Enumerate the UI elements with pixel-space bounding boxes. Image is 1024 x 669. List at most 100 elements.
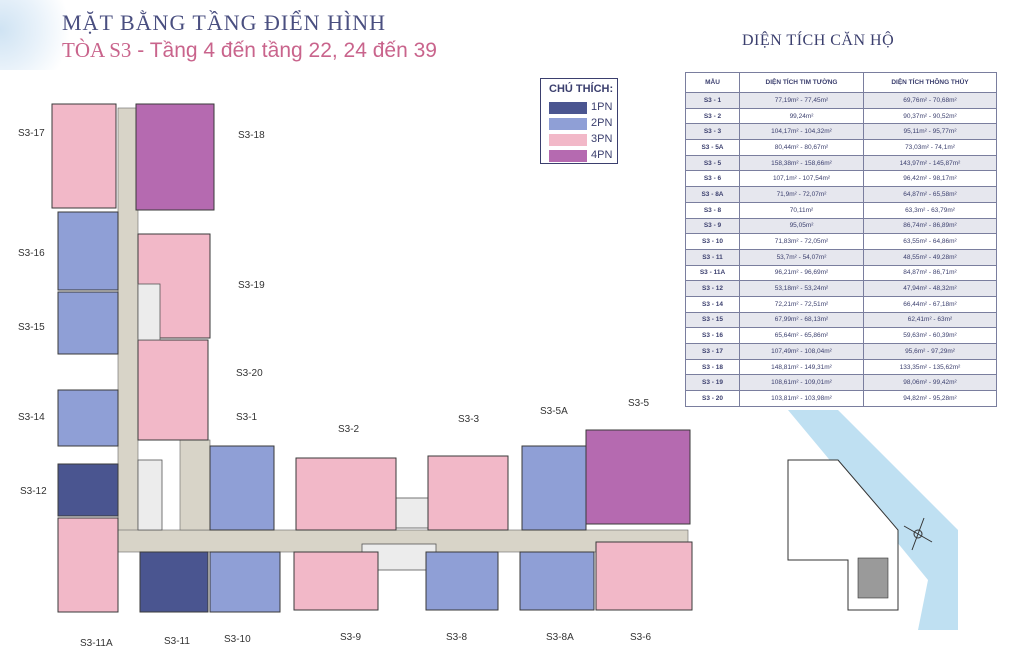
unit-s3-15	[57, 291, 119, 355]
unit-s3-5a	[521, 445, 587, 531]
legend-swatch-2pn	[549, 118, 587, 130]
unit-s3-14	[57, 389, 119, 447]
col-gross-area: DIỆN TÍCH TIM TƯỜNG	[739, 72, 864, 93]
col-net-area: DIỆN TÍCH THÔNG THỦY	[862, 72, 998, 93]
gross-area-cell: 67,99m² - 68,13m²	[739, 311, 864, 329]
legend-swatch-4pn	[549, 150, 587, 162]
unit-s3-12	[57, 463, 119, 517]
label-s3-11a: S3-11A	[80, 638, 113, 649]
col-code: MẪU	[685, 72, 740, 93]
net-area-cell: 69,76m² - 70,68m²	[862, 92, 998, 109]
gross-area-cell: 107,49m² - 108,04m²	[739, 343, 864, 360]
net-area-cell: 98,06m² - 99,42m²	[862, 374, 998, 392]
legend-swatch-1pn	[549, 102, 587, 114]
legend-item-2pn: 2PN	[549, 117, 615, 131]
gross-area-cell: 158,38m² - 158,66m²	[739, 154, 864, 172]
unit-code-cell: S3 - 17	[685, 343, 740, 360]
unit-code-cell: S3 - 1	[685, 92, 740, 109]
legend-item-3pn: 3PN	[549, 133, 615, 147]
unit-s3-10	[209, 551, 281, 613]
label-s3-20: S3-20	[236, 368, 263, 379]
unit-s3-8a	[519, 551, 595, 611]
unit-s3-18	[135, 103, 215, 211]
legend-label-2pn: 2PN	[591, 117, 613, 129]
gross-area-cell: 77,19m² - 77,45m²	[739, 92, 864, 109]
unit-s3-1	[209, 445, 275, 531]
legend-swatch-3pn	[549, 134, 587, 146]
floor-range: - Tầng 4 đến tầng 22, 24 đến 39	[131, 39, 437, 62]
site-key-map	[787, 410, 958, 630]
unit-s3-11a	[57, 517, 119, 613]
legend: CHÚ THÍCH: 1PN 2PN 3PN 4PN	[540, 78, 618, 164]
building-s3-footprint	[857, 557, 889, 599]
gross-area-cell: 71,9m² - 72,07m²	[739, 186, 864, 203]
unit-code-cell: S3 - 9	[685, 217, 740, 235]
label-s3-12: S3-12	[20, 486, 47, 497]
label-s3-8: S3-8	[446, 632, 468, 643]
legend-label-4pn: 4PN	[591, 149, 613, 161]
unit-s3-17	[51, 103, 117, 209]
label-s3-15: S3-15	[18, 322, 45, 333]
unit-code-cell: S3 - 5	[685, 154, 740, 172]
label-s3-18: S3-18	[238, 130, 265, 141]
area-table-title: DIỆN TÍCH CĂN HỘ	[742, 32, 895, 49]
label-s3-1: S3-1	[236, 412, 258, 423]
building-name: TÒA S3	[62, 38, 132, 62]
legend-item-1pn: 1PN	[549, 101, 615, 115]
area-table: MẪU DIỆN TÍCH TIM TƯỜNG DIỆN TÍCH THÔNG …	[685, 72, 998, 407]
net-area-cell: 94,82m² - 95,28m²	[862, 390, 998, 407]
unit-s3-20	[137, 339, 209, 441]
label-s3-11: S3-11	[164, 636, 190, 647]
unit-code-cell: S3 - 3	[685, 123, 740, 141]
unit-s3-6	[595, 541, 693, 611]
page-subtitle: TÒA S3 - Tầng 4 đến tầng 22, 24 đến 39	[62, 38, 437, 63]
label-s3-14: S3-14	[18, 412, 45, 423]
label-s3-3: S3-3	[458, 414, 480, 425]
legend-item-4pn: 4PN	[549, 149, 615, 163]
label-s3-17: S3-17	[18, 128, 45, 139]
unit-s3-9	[293, 551, 379, 611]
decorative-wave	[0, 0, 70, 70]
label-s3-16: S3-16	[18, 248, 45, 259]
gross-area-cell: 53,18m² - 53,24m²	[739, 280, 864, 297]
river	[788, 410, 958, 630]
label-s3-19: S3-19	[238, 280, 265, 291]
legend-label-3pn: 3PN	[591, 133, 613, 145]
unit-code-cell: S3 - 11	[685, 248, 740, 266]
page-title: MẶT BẰNG TẦNG ĐIỂN HÌNH	[62, 10, 387, 35]
label-s3-5: S3-5	[628, 398, 650, 409]
unit-s3-8	[425, 551, 499, 611]
label-s3-6: S3-6	[630, 632, 652, 643]
net-area-cell: 64,87m² - 65,58m²	[862, 186, 998, 203]
label-s3-8a: S3-8A	[546, 632, 574, 643]
label-s3-5a: S3-5A	[540, 406, 568, 417]
net-area-cell: 95,6m² - 97,29m²	[862, 343, 998, 360]
label-s3-9: S3-9	[340, 632, 362, 643]
net-area-cell: 48,55m² - 49,28m²	[862, 248, 998, 266]
unit-code-cell: S3 - 8A	[685, 186, 740, 203]
unit-code-cell: S3 - 19	[685, 374, 740, 392]
label-s3-2: S3-2	[338, 424, 360, 435]
unit-code-cell: S3 - 20	[685, 390, 740, 407]
compass-icon	[903, 517, 933, 551]
corridor	[117, 107, 689, 553]
area-table-header: MẪU DIỆN TÍCH TIM TƯỜNG DIỆN TÍCH THÔNG …	[685, 72, 998, 93]
unit-s3-2	[295, 457, 397, 531]
net-area-cell: 86,74m² - 86,89m²	[862, 217, 998, 235]
